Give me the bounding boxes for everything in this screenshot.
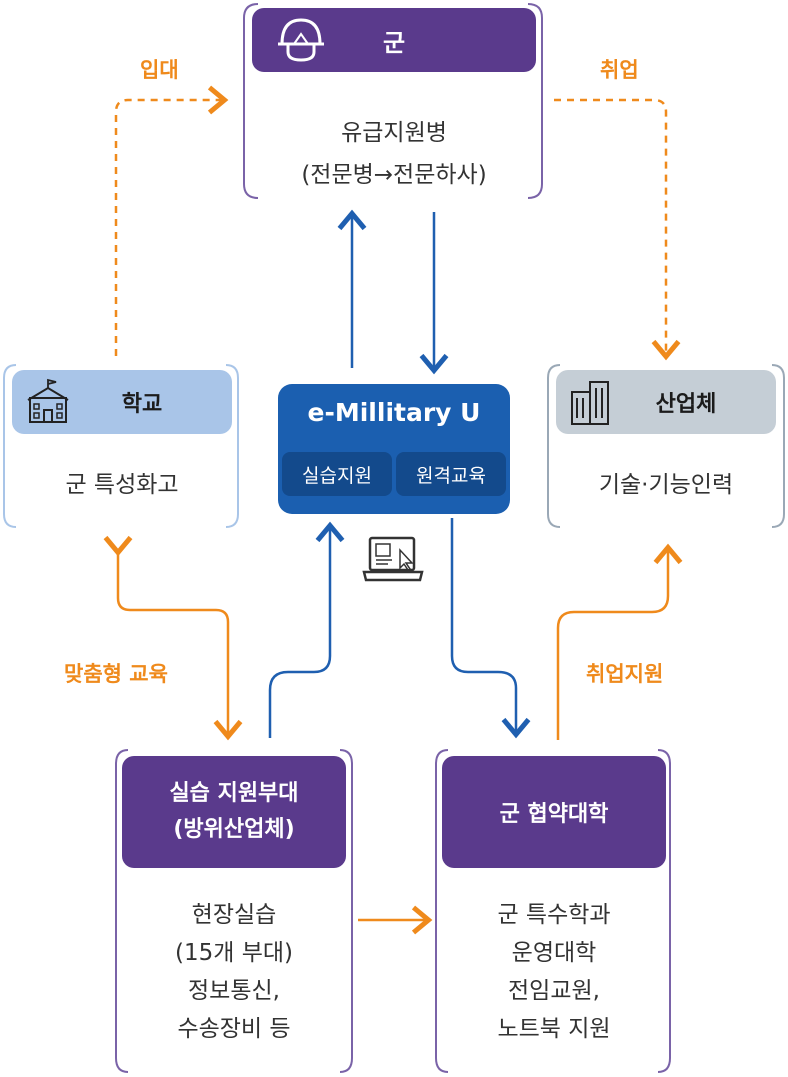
practice-unit-title-line2: (방위산업체): [173, 817, 295, 842]
industry-body: 기술·기능인력: [598, 472, 734, 498]
practice-unit-body-line3: 정보통신,: [188, 978, 280, 1004]
emu-tab-practice[interactable]: 실습지원: [282, 452, 392, 496]
label-employ: 취업: [600, 58, 639, 82]
emu-tab-remote-label: 원격교육: [416, 464, 486, 487]
arrow-enlist: [114, 85, 229, 356]
army-body: 유급지원병 (전문병→전문하사): [252, 112, 536, 196]
army-title: 군: [382, 28, 406, 57]
army-body-line2: (전문병→전문하사): [301, 162, 487, 188]
arrow-emu-to-university: [450, 518, 531, 739]
practice-unit-body: 현장실습 (15개 부대) 정보통신, 수송장비 등: [122, 896, 346, 1048]
university-title: 군 협약대학: [499, 802, 609, 827]
school-building-icon: [27, 378, 69, 423]
industry-title: 산업체: [655, 392, 717, 417]
emu-tab-practice-label: 실습지원: [302, 464, 372, 487]
emu-panel: e-Millitary U 실습지원 원격교육: [278, 384, 510, 514]
office-building-icon: [571, 381, 609, 425]
practice-unit-header: 실습 지원부대 (방위산업체): [122, 756, 346, 868]
school-header: 학교: [12, 370, 232, 434]
arrow-practice-to-emu: [268, 521, 345, 738]
university-body-line1: 군 특수학과: [497, 902, 611, 928]
university-body-line4: 노트북 지원: [497, 1016, 611, 1042]
practice-unit-title-line1: 실습 지원부대: [169, 781, 299, 806]
school-title: 학교: [121, 392, 163, 417]
university-body-line3: 전임교원,: [508, 978, 600, 1004]
emu-title: e-Millitary U: [307, 398, 481, 427]
industry-header: 산업체: [556, 370, 776, 434]
university-frame: [435, 749, 671, 1073]
army-header: 군: [252, 8, 536, 72]
industry-box-frame: [547, 364, 785, 528]
label-custom-education: 맞춤형 교육: [64, 662, 168, 686]
school-body: 군 특성화고: [65, 472, 179, 498]
army-body-line1: 유급지원병: [341, 120, 447, 146]
practice-unit-frame: [115, 749, 353, 1073]
label-enlist: 입대: [140, 58, 179, 82]
university-header: 군 협약대학: [442, 756, 666, 868]
practice-unit-body-line2: (15개 부대): [174, 940, 293, 966]
helmet-icon: [278, 18, 324, 62]
practice-unit-body-line1: 현장실습: [191, 902, 277, 928]
label-employment-support: 취업지원: [586, 662, 664, 686]
university-body: 군 특수학과 운영대학 전임교원, 노트북 지원: [442, 896, 666, 1048]
arrow-employment-support: [556, 543, 683, 740]
school-box-frame: [3, 364, 239, 528]
laptop-cursor-icon: [362, 536, 424, 582]
emu-tab-remote[interactable]: 원격교육: [396, 452, 506, 496]
arrow-employ: [554, 98, 681, 361]
practice-unit-body-line4: 수송장비 등: [177, 1016, 291, 1042]
army-box-frame: [243, 3, 543, 199]
arrow-custom-education: [103, 535, 243, 741]
university-body-line2: 운영대학: [511, 940, 597, 966]
